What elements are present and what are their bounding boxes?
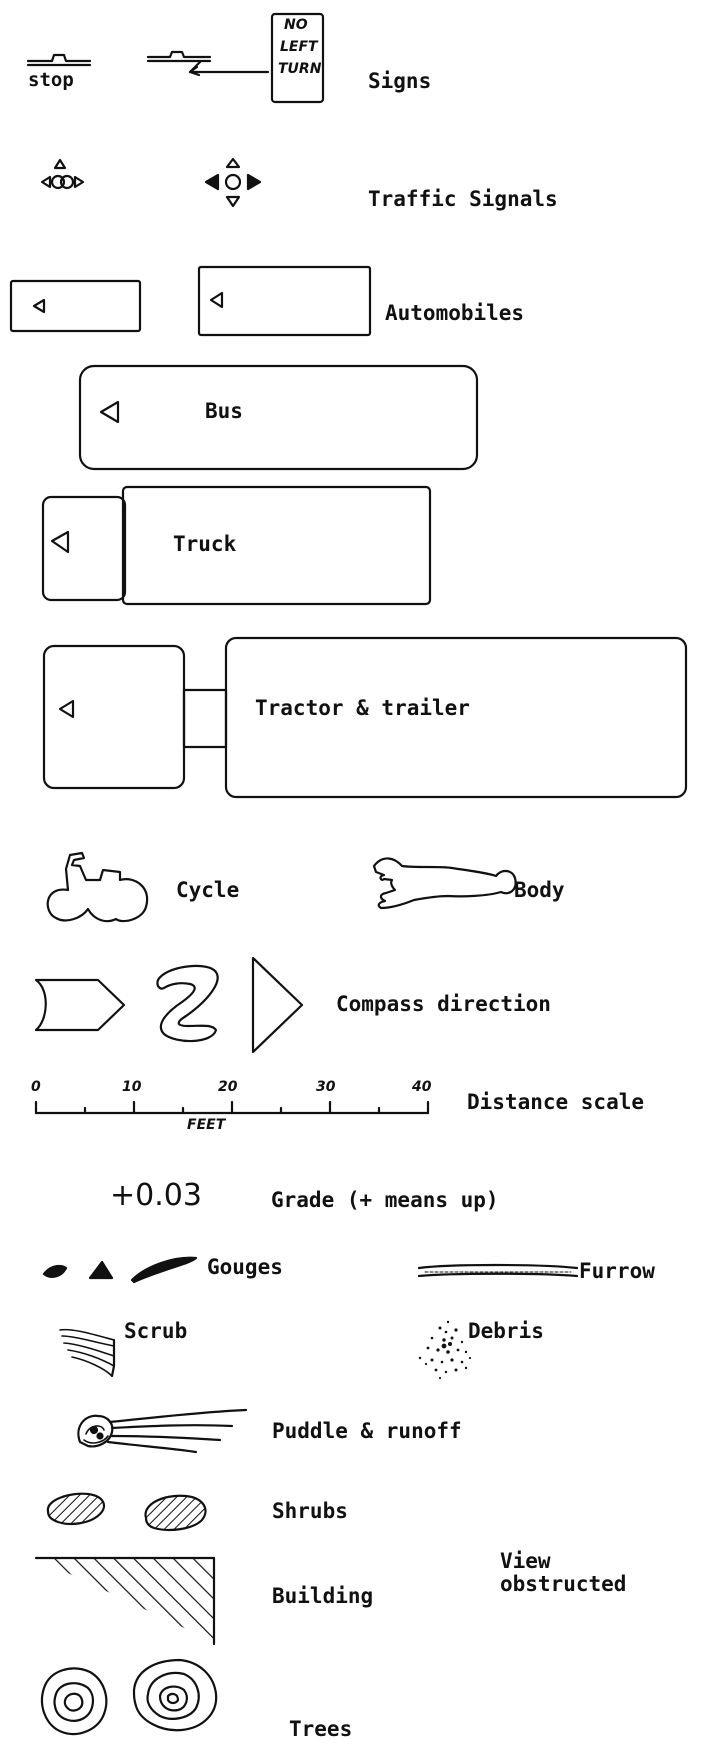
tree-right-symbol [134,1660,216,1730]
automobile-small-symbol [11,281,140,331]
automobiles-label: Automobiles [385,301,525,325]
scale-tick-30: 30 [316,1079,336,1095]
bus-symbol [80,366,477,469]
body-symbol [374,858,516,908]
compass-blunt-arrow-symbol [36,980,124,1030]
puddle-runoff-label: Puddle & runoff [272,1419,462,1443]
gouges-label: Gouges [207,1255,283,1279]
scale-unit: FEET [187,1117,226,1133]
debris-label: Debris [468,1319,544,1343]
trees-label: Trees [289,1717,353,1741]
stop-sign-symbol [28,55,90,65]
no-left-turn-line-1: NO [284,17,308,33]
automobile-large-symbol [199,267,370,335]
no-left-turn-line-3: TURN [278,61,322,77]
building-symbol [36,1558,214,1644]
scale-tick-40: 40 [412,1079,432,1095]
shrubs-label: Shrubs [272,1499,348,1523]
view-obstructed-label: View obstructed [500,1549,627,1597]
no-left-turn-line-2: LEFT [280,39,318,55]
shrub-left-symbol [48,1494,104,1524]
compass-direction-label: Compass direction [336,992,551,1016]
scale-tick-10: 10 [122,1079,142,1095]
furrow-symbol [419,1265,577,1276]
signs-label: Signs [368,69,432,93]
furrow-label: Furrow [579,1259,655,1283]
traffic-signal-filled-symbol [206,159,260,206]
tractor-trailer-label: Tractor & trailer [255,696,470,720]
puddle-runoff-symbol [78,1410,246,1452]
grade-label: Grade (+ means up) [271,1188,499,1212]
scale-tick-20: 20 [218,1079,238,1095]
compass-triangle-symbol [253,958,302,1052]
scrub-symbol [60,1330,114,1376]
grade-value: +0.03 [110,1178,202,1213]
compass-s-shape-symbol [157,966,217,1041]
tree-left-symbol [42,1669,106,1734]
shrub-right-symbol [146,1496,206,1530]
tractor-trailer-symbol [44,638,686,797]
gouges-symbol [44,1258,196,1282]
building-label: Building [272,1584,374,1608]
truck-label: Truck [173,532,237,556]
scale-tick-0: 0 [31,1079,41,1095]
distance-scale-symbol [36,1102,428,1113]
stop-sign-text: stop [28,69,74,91]
bus-label: Bus [205,399,243,423]
cycle-symbol [48,853,147,921]
cycle-label: Cycle [176,878,240,902]
traffic-signal-outline-symbol [42,160,83,188]
truck-symbol [43,487,430,604]
debris-symbol [418,1320,472,1380]
traffic-signals-label: Traffic Signals [368,187,558,211]
no-left-turn-sign-symbol [148,14,323,102]
body-label: Body [514,878,565,902]
distance-scale-label: Distance scale [467,1090,645,1114]
scrub-label: Scrub [124,1319,188,1343]
